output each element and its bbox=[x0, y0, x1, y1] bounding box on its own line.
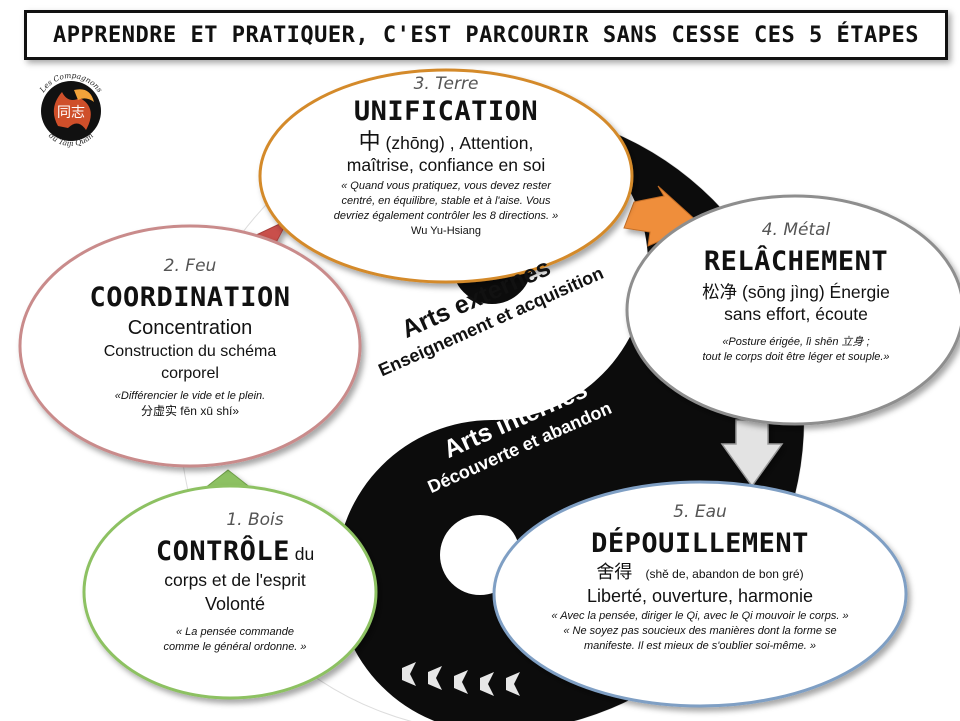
terre-quote-2: centré, en équilibre, stable et à l'aise… bbox=[341, 195, 551, 207]
step-label-feu: 2. Feu bbox=[163, 256, 217, 276]
flow-chevrons bbox=[402, 662, 520, 696]
metal-quote-1: «Posture érigée, lì shēn 立身 ; bbox=[722, 336, 870, 348]
bois-quote-2: comme le général ordonne. » bbox=[163, 641, 307, 653]
node-feu: 2. Feu COORDINATION Concentration Constr… bbox=[54, 256, 326, 419]
heading-coordination: COORDINATION bbox=[89, 282, 291, 313]
eau-quote-1: « Avec la pensée, diriger le Qi, avec le… bbox=[551, 610, 849, 622]
heading-controle: CONTRÔLE bbox=[155, 536, 290, 567]
terre-line1-rest: (zhōng) , Attention, bbox=[380, 133, 534, 153]
step-label-terre: 3. Terre bbox=[413, 74, 479, 94]
eau-line1-rest: (shě de, abandon de bon gré) bbox=[645, 567, 804, 581]
node-eau: 5. Eau DÉPOUILLEMENT 舍得 (shě de, abandon… bbox=[522, 502, 878, 654]
logo-glyph: 同志 bbox=[57, 105, 85, 121]
eau-quote-2: « Ne soyez pas soucieux des manières don… bbox=[563, 625, 837, 637]
bois-line2: Volonté bbox=[204, 594, 266, 614]
node-bois: 1. Bois CONTRÔLE du corps et de l'esprit… bbox=[110, 510, 360, 655]
bois-line1: corps et de l'esprit bbox=[164, 570, 306, 590]
eau-line1: 舍得 (shě de, abandon de bon gré) bbox=[522, 561, 878, 583]
feu-quote-2: 分虚实 fēn xū shí» bbox=[140, 404, 240, 418]
heading-depouillement: DÉPOUILLEMENT bbox=[591, 528, 809, 559]
step-label-eau: 5. Eau bbox=[673, 502, 727, 522]
terre-quote-1: « Quand vous pratiquez, vous devez reste… bbox=[341, 180, 551, 192]
terre-author: Wu Yu-Hsiang bbox=[411, 225, 481, 237]
ellipse-terre bbox=[258, 68, 634, 284]
logo-emblem: 同志 Les Compagnons du Taiji Quan bbox=[37, 71, 104, 148]
heading-relachement: RELÂCHEMENT bbox=[703, 246, 889, 277]
feu-quote-1: «Différencier le vide et le plein. bbox=[114, 390, 266, 402]
ellipse-feu bbox=[18, 224, 362, 468]
ellipse-bois bbox=[82, 484, 378, 700]
heading-unification: UNIFICATION bbox=[353, 96, 539, 127]
terre-quote-3: devriez également contrôler les 8 direct… bbox=[333, 210, 559, 222]
feu-line2: Construction du schéma bbox=[103, 343, 277, 360]
step-label-bois: 1. Bois bbox=[226, 510, 284, 530]
bois-quote-1: « La pensée commande bbox=[175, 626, 295, 638]
ellipse-eau bbox=[492, 480, 908, 708]
eau-line2: Liberté, ouverture, harmonie bbox=[586, 586, 814, 606]
node-terre: 3. Terre UNIFICATION 中 (zhōng) , Attenti… bbox=[300, 74, 592, 239]
metal-quote-2: tout le corps doit être léger et souple.… bbox=[702, 351, 890, 363]
title-text: APPRENDRE ET PRATIQUER, C'EST PARCOURIR … bbox=[53, 22, 919, 48]
terre-line2: maîtrise, confiance en soi bbox=[346, 155, 546, 175]
step-label-metal: 4. Métal bbox=[761, 220, 831, 240]
bois-heading-row: CONTRÔLE du bbox=[110, 536, 360, 567]
metal-line2: sans effort, écoute bbox=[724, 304, 868, 324]
eau-cjk: 舍得 bbox=[596, 562, 633, 582]
metal-line1: 松净 (sōng jìng) Énergie bbox=[702, 282, 890, 302]
ellipse-metal bbox=[625, 194, 960, 426]
feu-line3: corporel bbox=[161, 365, 219, 382]
title-banner: APPRENDRE ET PRATIQUER, C'EST PARCOURIR … bbox=[24, 10, 948, 60]
bois-heading-suffix: du bbox=[289, 544, 315, 564]
terre-cjk: 中 bbox=[358, 129, 381, 154]
terre-line1: 中 (zhōng) , Attention, bbox=[300, 131, 592, 154]
node-metal: 4. Métal RELÂCHEMENT 松净 (sōng jìng) Éner… bbox=[662, 220, 930, 365]
feu-line1: Concentration bbox=[127, 317, 253, 339]
eau-quote-3: manifeste. Il est mieux de s'oublier soi… bbox=[584, 640, 816, 652]
